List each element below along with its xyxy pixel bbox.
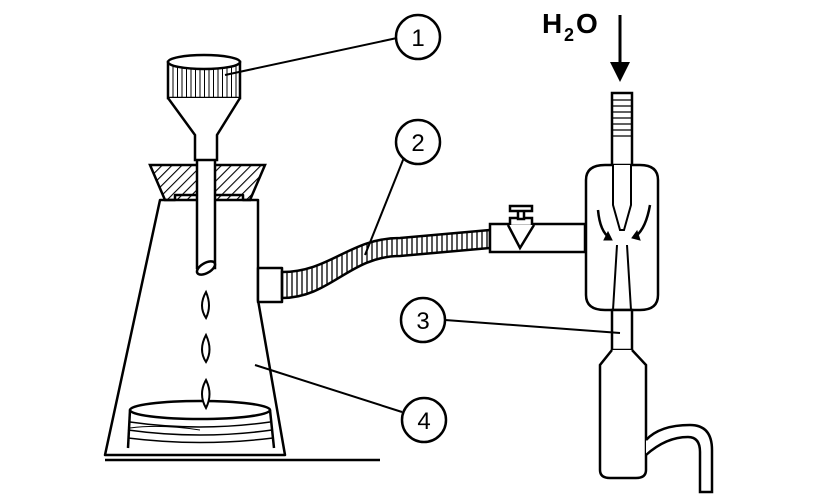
water-inlet-arrow — [610, 15, 630, 82]
water-label-subscript: 2 — [564, 25, 574, 45]
callout-2: 2 — [394, 118, 442, 166]
callout-4: 4 — [400, 396, 448, 444]
droplets — [201, 289, 211, 411]
vacuum-hose — [280, 228, 492, 300]
callout-4-label: 4 — [417, 408, 430, 435]
callout-3: 3 — [399, 296, 447, 344]
funnel-stem — [195, 148, 217, 276]
suction-flask — [103, 193, 287, 457]
water-label-o: O — [576, 8, 598, 39]
buchner-funnel — [166, 53, 242, 162]
stopcock-connector — [488, 204, 587, 254]
callout-1-label: 1 — [411, 25, 424, 52]
callout-3-label: 3 — [416, 308, 429, 335]
water-aspirator — [584, 91, 714, 494]
leader-lines — [224, 37, 621, 413]
water-label: H 2 O — [542, 8, 598, 45]
water-label-h: H — [542, 8, 562, 39]
callout-1: 1 — [394, 13, 442, 61]
callout-2-label: 2 — [411, 130, 424, 157]
